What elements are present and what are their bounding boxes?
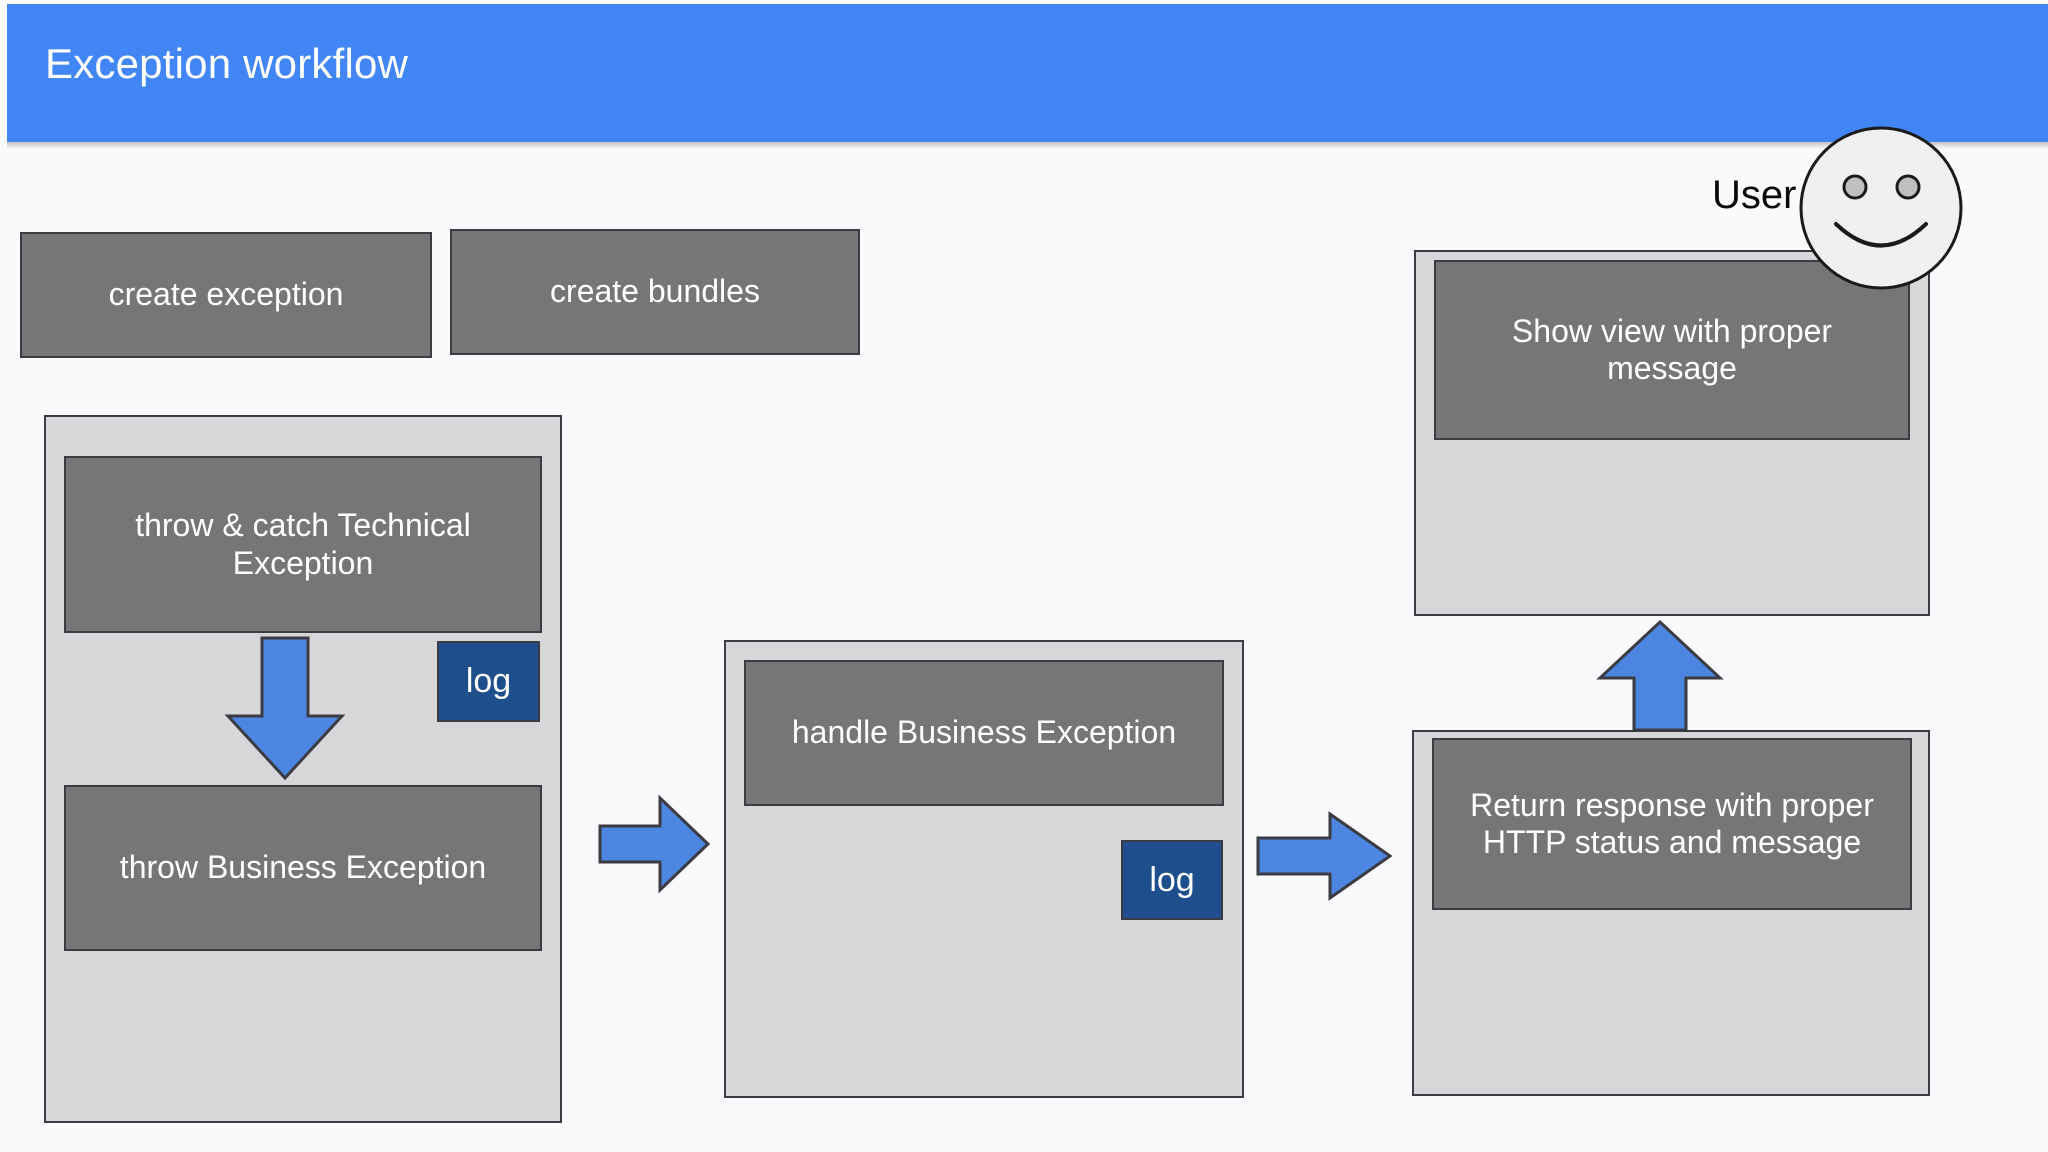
arrow-down-icon xyxy=(224,636,346,781)
process-box-throw-business-exception: throw Business Exception xyxy=(64,785,542,951)
log-badge-handler: log xyxy=(1121,840,1223,920)
process-box-return-response: Return response with proper HTTP status … xyxy=(1432,738,1912,910)
arrow-up-icon-rest-api-to-client xyxy=(1596,619,1724,732)
process-box-handle-business-exception: handle Business Exception xyxy=(744,660,1224,806)
page-title: Exception workflow xyxy=(45,40,409,87)
process-box-show-view-with-proper-message: Show view with proper message xyxy=(1434,260,1910,440)
process-box-create-bundles: create bundles xyxy=(450,229,860,355)
arrow-right-icon-handler-to-rest-api xyxy=(1256,811,1393,901)
header-bar xyxy=(7,4,2048,142)
arrow-right-icon-service-to-handler xyxy=(598,794,711,894)
process-box-create-exception: create exception xyxy=(20,232,432,358)
user-label: User xyxy=(1712,173,1797,217)
smiley-face-icon xyxy=(1799,126,1963,290)
log-badge-service: log xyxy=(437,641,540,722)
process-box-throw-catch-technical-exception: throw & catch Technical Exception xyxy=(64,456,542,633)
header-shadow xyxy=(7,142,2048,149)
